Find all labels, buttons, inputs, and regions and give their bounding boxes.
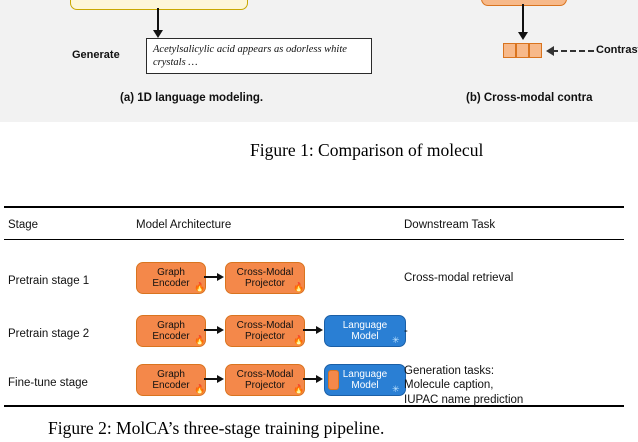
connector-arrowhead-icon: [217, 325, 224, 334]
flame-icon: 🔥: [194, 335, 206, 345]
column-header-stage: Stage: [8, 219, 39, 231]
task-text-row3: Generation tasks:Molecule caption,IUPAC …: [404, 365, 524, 406]
column-header-task: Downstream Task: [404, 219, 496, 231]
figure2-caption: Figure 2: MolCA’s three-stage training p…: [48, 418, 385, 438]
table-header-rule: [4, 239, 624, 241]
column-header-architecture: Model Architecture: [136, 219, 232, 231]
figure2-table: Stage Model Architecture Downstream Task…: [0, 200, 638, 408]
connector-row2-2: [303, 329, 317, 331]
connector-arrowhead-icon: [316, 374, 323, 383]
task-text-row1: Cross-modal retrieval: [404, 272, 514, 284]
flame-icon: 🔥: [293, 335, 305, 345]
contrast-label: Contrast: [596, 44, 638, 56]
connector-row1-1: [204, 276, 218, 278]
panel-b-arrowhead-icon: [518, 32, 528, 40]
connector-row3-1: [204, 378, 218, 380]
row-label-pretrain-stage-2: Pretrain stage 2: [8, 328, 90, 340]
token-cell: [516, 43, 529, 58]
contrast-dashed-line: [552, 50, 594, 52]
generate-label: Generate: [72, 49, 120, 61]
panel-b-arrow-line: [522, 4, 524, 34]
task-text-row2: -: [404, 325, 408, 337]
contrast-arrowhead-icon: [546, 46, 554, 56]
row-label-pretrain-stage-1: Pretrain stage 1: [8, 275, 90, 287]
connector-arrowhead-icon: [217, 272, 224, 281]
panel-a-top-box: [70, 0, 248, 10]
lora-adapter-box: [328, 370, 339, 390]
encoder-box: Encoder: [481, 0, 567, 6]
snowflake-icon: ✳: [392, 335, 400, 345]
connector-arrowhead-icon: [217, 374, 224, 383]
token-cell: [529, 43, 542, 58]
figure1-panel: Generate Acetylsalicylic acid appears as…: [0, 0, 638, 122]
table-top-rule: [4, 206, 624, 208]
flame-icon: 🔥: [293, 282, 305, 292]
snowflake-icon: ✳: [392, 384, 400, 394]
connector-row2-1: [204, 329, 218, 331]
connector-row3-2: [303, 378, 317, 380]
flame-icon: 🔥: [293, 384, 305, 394]
flame-icon: 🔥: [194, 282, 206, 292]
panel-a-caption: (a) 1D language modeling.: [120, 92, 264, 104]
table-bottom-rule: [4, 405, 624, 407]
token-cell: [503, 43, 516, 58]
generated-text-box: Acetylsalicylic acid appears as odorless…: [146, 38, 372, 74]
row-label-fine-tune-stage: Fine-tune stage: [8, 377, 88, 389]
figure1-caption: Figure 1: Comparison of molecul: [250, 140, 484, 160]
panel-b-caption: (b) Cross-modal contra: [466, 92, 593, 104]
flame-icon: 🔥: [194, 384, 206, 394]
panel-a-arrowhead-icon: [153, 30, 163, 38]
connector-arrowhead-icon: [316, 325, 323, 334]
panel-a-arrow-line: [157, 8, 159, 32]
embedding-token-strip: [503, 43, 542, 58]
